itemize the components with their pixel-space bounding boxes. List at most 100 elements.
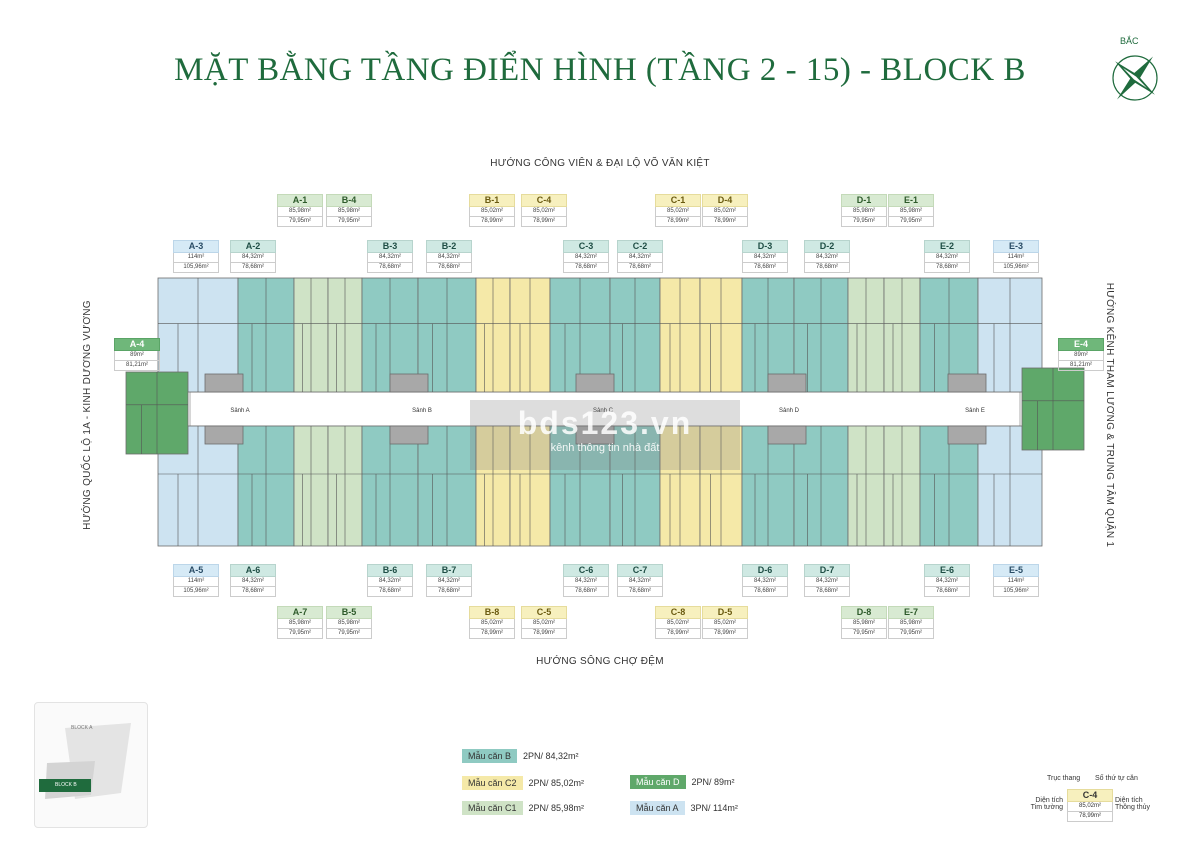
unit-code: C-8	[655, 606, 701, 619]
unit-area-net: 78,68m²	[617, 587, 663, 597]
unit-area-net: 78,68m²	[426, 587, 472, 597]
unit-code: B-8	[469, 606, 515, 619]
direction-top: HƯỚNG CÔNG VIÊN & ĐẠI LỘ VÕ VĂN KIỆT	[490, 158, 710, 169]
compass-rose-icon	[1112, 55, 1158, 101]
unit-code: A-2	[230, 240, 276, 253]
unit-area-net: 78,68m²	[742, 263, 788, 273]
legend-item: Mẫu căn C2 2PN/ 85,02m²	[462, 776, 584, 790]
unit-code: E-6	[924, 564, 970, 577]
unit-area-net: 81,21m²	[1058, 361, 1104, 371]
unit-area-net: 78,99m²	[655, 217, 701, 227]
unit-area-net: 78,68m²	[563, 263, 609, 273]
unit-code: A-6	[230, 564, 276, 577]
unit-code: A-7	[277, 606, 323, 619]
minimap-block-a: BLOCK A	[71, 725, 93, 731]
unit-area-gross: 85,02m²	[702, 619, 748, 629]
unit-code: C-5	[521, 606, 567, 619]
unit-area-net: 78,68m²	[230, 263, 276, 273]
legend-swatch: Mẫu căn C2	[462, 776, 523, 790]
unit-code: D-8	[841, 606, 887, 619]
unit-area-gross: 89m²	[114, 351, 160, 361]
legend-desc: 2PN/ 85,02m²	[528, 778, 585, 788]
unit-area-gross: 85,02m²	[702, 207, 748, 217]
unit-area-net: 105,96m²	[993, 587, 1039, 597]
unit-area-gross: 84,32m²	[426, 253, 472, 263]
page-title: MẶT BẰNG TẦNG ĐIỂN HÌNH (TẦNG 2 - 15) - …	[174, 52, 1026, 88]
unit-area-gross: 85,98m²	[888, 619, 934, 629]
key-sample-a2: 78,99m²	[1067, 812, 1113, 822]
unit-area-gross: 84,32m²	[563, 577, 609, 587]
legend-swatch: Mẫu căn C1	[462, 801, 523, 815]
key-so-thu-tu: Số thứ tự căn	[1095, 775, 1138, 782]
lobby-label: Sảnh B	[412, 408, 432, 414]
unit-code: A-3	[173, 240, 219, 253]
unit-code: C-4	[521, 194, 567, 207]
minimap-block-b: BLOCK B	[55, 782, 77, 788]
lift-core	[575, 425, 615, 445]
lobby-label: Sảnh D	[779, 408, 800, 414]
unit-area-net: 79,95m²	[841, 629, 887, 639]
unit-area-gross: 84,32m²	[426, 577, 472, 587]
lift-core	[947, 425, 987, 445]
unit-area-net: 78,99m²	[702, 217, 748, 227]
unit-code: E-7	[888, 606, 934, 619]
unit-area-net: 105,96m²	[173, 587, 219, 597]
unit-code: C-3	[563, 240, 609, 253]
unit-area-gross: 85,02m²	[655, 207, 701, 217]
unit-area-gross: 85,02m²	[521, 619, 567, 629]
unit-area-net: 105,96m²	[173, 263, 219, 273]
lift-core	[767, 425, 807, 445]
key-dien-tich-thong-thuy: Diện tích Thông thủy	[1115, 797, 1151, 811]
unit-area-net: 78,68m²	[617, 263, 663, 273]
unit-area-net: 78,99m²	[469, 629, 515, 639]
site-map-icon	[39, 723, 131, 799]
unit-area-net: 78,68m²	[804, 263, 850, 273]
unit-code: D-6	[742, 564, 788, 577]
legend-desc: 2PN/ 89m²	[691, 777, 735, 787]
unit-area-net: 79,95m²	[326, 629, 372, 639]
unit-area-net: 78,68m²	[563, 587, 609, 597]
unit-area-gross: 85,98m²	[326, 619, 372, 629]
unit-area-gross: 84,32m²	[230, 253, 276, 263]
unit-area-gross: 84,32m²	[563, 253, 609, 263]
north-label: BẮC	[1120, 36, 1139, 46]
unit-code: E-5	[993, 564, 1039, 577]
unit-code: B-2	[426, 240, 472, 253]
unit-area-net: 81,21m²	[114, 361, 160, 371]
key-truc-thang: Trục thang	[1047, 775, 1081, 782]
unit-area-gross: 84,32m²	[742, 253, 788, 263]
unit-area-net: 78,68m²	[426, 263, 472, 273]
unit-area-net: 105,96m²	[993, 263, 1039, 273]
key-sample-code: C-4	[1067, 789, 1113, 802]
unit-code: A-1	[277, 194, 323, 207]
unit-code: A-5	[173, 564, 219, 577]
lift-core	[767, 373, 807, 393]
legend-desc: 2PN/ 84,32m²	[523, 751, 579, 761]
unit-area-net: 79,95m²	[841, 217, 887, 227]
legend-desc: 2PN/ 85,98m²	[528, 803, 585, 813]
unit-code: D-5	[702, 606, 748, 619]
unit-area-gross: 114m²	[993, 253, 1039, 263]
unit-area-net: 78,68m²	[804, 587, 850, 597]
unit-area-net: 79,95m²	[888, 217, 934, 227]
unit-area-gross: 85,02m²	[521, 207, 567, 217]
unit-code: E-1	[888, 194, 934, 207]
unit-area-gross: 84,32m²	[617, 577, 663, 587]
unit-area-net: 78,68m²	[230, 587, 276, 597]
